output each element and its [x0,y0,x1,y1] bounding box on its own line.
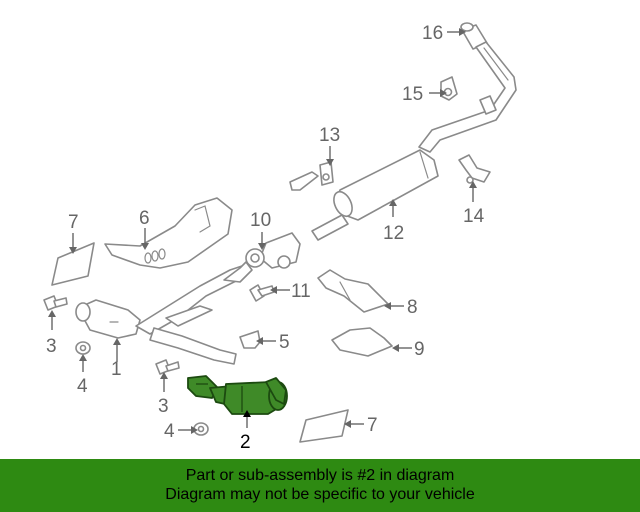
tailpipe[interactable] [418,41,517,153]
part-12-muffler[interactable] [311,149,439,241]
part-6-heat-shield[interactable] [104,197,233,269]
callout-5[interactable]: 5 [279,332,290,353]
callout-13[interactable]: 13 [319,125,340,146]
part-7-heat-shield-lower[interactable] [299,409,349,443]
callout-6[interactable]: 6 [139,208,150,229]
leader-lines [51,31,474,431]
callout-3-upper[interactable]: 3 [46,336,57,357]
part-2-highlighted-assembly[interactable] [187,375,288,415]
callout-3-lower[interactable]: 3 [158,396,169,417]
callout-7-lower[interactable]: 7 [367,415,378,436]
callout-10[interactable]: 10 [250,210,271,231]
part-10-clamp[interactable] [245,232,301,269]
part-4-nut-upper[interactable] [75,341,91,355]
part-3-bolt-lower[interactable] [155,359,180,375]
callout-12[interactable]: 12 [383,223,404,244]
callout-15[interactable]: 15 [402,84,423,105]
part-1-catalytic-converter[interactable] [75,261,253,365]
part-16-tailpipe-tip[interactable] [460,22,488,50]
callout-7-upper[interactable]: 7 [68,212,79,233]
part-13-muffler-hanger[interactable] [289,161,334,191]
banner-line-2: Diagram may not be specific to your vehi… [165,486,475,503]
pipe-hanger-bracket [479,95,497,115]
part-7-heat-shield-upper[interactable] [51,242,95,286]
callout-14[interactable]: 14 [463,206,485,227]
callout-2[interactable]: 2 [240,432,251,453]
part-3-bolt-upper[interactable] [43,295,68,311]
callout-16[interactable]: 16 [422,23,443,44]
banner-line-1: Part or sub-assembly is #2 in diagram [185,467,455,484]
arrowheads [48,28,477,434]
callout-4-upper[interactable]: 4 [77,376,88,397]
part-5-clip[interactable] [239,330,261,349]
callout-1[interactable]: 1 [111,359,122,380]
diagram-canvas: 16 15 13 14 12 10 11 7 6 8 9 5 3 4 1 3 4… [43,22,517,453]
callout-8[interactable]: 8 [407,297,418,318]
part-11-bolt[interactable] [249,284,275,302]
callout-labels: 16 15 13 14 12 10 11 7 6 8 9 5 3 4 1 3 4… [46,23,485,453]
part-15-hanger[interactable] [440,76,458,101]
part-9-heat-shield[interactable] [331,327,393,357]
callout-4-lower[interactable]: 4 [164,421,175,442]
callout-9[interactable]: 9 [414,339,425,360]
part-8-heat-shield[interactable] [317,269,389,313]
diagram-notice-banner: Part or sub-assembly is #2 in diagram Di… [0,459,640,512]
callout-11[interactable]: 11 [291,281,311,302]
part-14-bracket[interactable] [458,154,491,184]
